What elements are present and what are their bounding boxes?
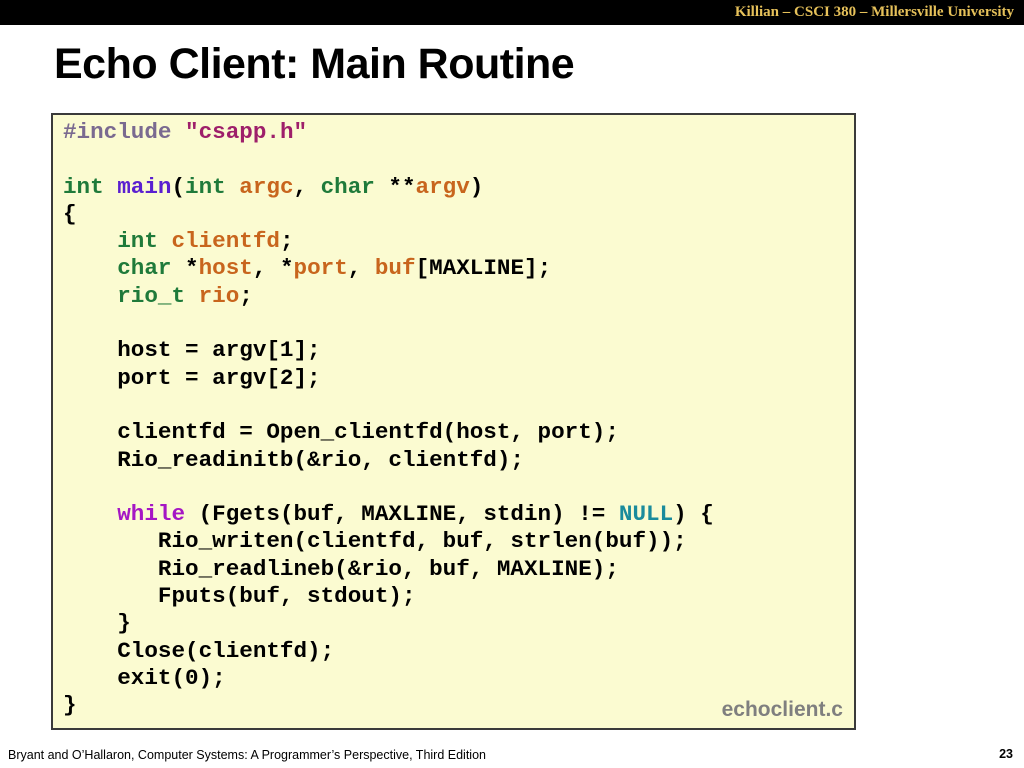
code-line: Rio_readinitb(&rio, clientfd); (63, 447, 714, 474)
code-token (63, 501, 117, 527)
code-line: char *host, *port, buf[MAXLINE]; (63, 255, 714, 282)
code-line: } (63, 610, 714, 637)
code-token: Rio_readinitb(&rio, clientfd); (63, 446, 524, 473)
code-token: ** (388, 173, 416, 200)
code-line: exit(0); (63, 665, 714, 692)
code-token: [MAXLINE]; (415, 255, 552, 282)
code-token: Rio_readlineb(&rio, buf, MAXLINE); (63, 555, 619, 582)
slide-title: Echo Client: Main Routine (54, 40, 575, 88)
code-line: #include "csapp.h" (63, 119, 714, 146)
code-token: int (117, 228, 172, 255)
code-line: while (Fgets(buf, MAXLINE, stdin) != NUL… (63, 501, 714, 528)
code-token: rio_t (117, 282, 199, 309)
code-token (63, 255, 117, 281)
code-line (63, 392, 714, 419)
header-bar: Killian – CSCI 380 – Millersville Univer… (0, 0, 1024, 25)
code-token: char (117, 255, 186, 282)
code-token: } (63, 692, 77, 719)
page-number: 23 (999, 747, 1013, 761)
code-token: ) { (673, 501, 714, 528)
code-line: Close(clientfd); (63, 638, 714, 665)
code-token: ) (469, 173, 484, 200)
code-box: #include "csapp.h"int main(int argc, cha… (51, 113, 856, 730)
code-token: clientfd = Open_clientfd(host, port); (63, 419, 619, 446)
code-line: clientfd = Open_clientfd(host, port); (63, 419, 714, 446)
code-line: rio_t rio; (63, 283, 714, 310)
code-token: "csapp.h" (185, 119, 308, 145)
code-token: Rio_writen(clientfd, buf, strlen(buf)); (63, 528, 687, 555)
code-token: #include (63, 119, 186, 145)
code-token: * (185, 255, 199, 282)
code-token: int (63, 173, 118, 200)
code-line: port = argv[2]; (63, 365, 714, 392)
code-token: buf (374, 255, 416, 282)
code-filename: echoclient.c (721, 698, 843, 721)
code-line: int main(int argc, char **argv) (63, 174, 714, 201)
footer-citation: Bryant and O’Hallaron, Computer Systems:… (8, 748, 486, 762)
course-header: Killian – CSCI 380 – Millersville Univer… (734, 4, 1014, 20)
code-token (63, 283, 117, 309)
code-line: } (63, 692, 714, 719)
code-line: Fputs(buf, stdout); (63, 583, 714, 610)
code-line (63, 310, 714, 337)
code-token: host = argv[1]; (63, 337, 321, 364)
code-line: int clientfd; (63, 228, 714, 255)
code-line: Rio_writen(clientfd, buf, strlen(buf)); (63, 528, 714, 555)
code-token: argc (239, 173, 294, 200)
code-token: host (198, 255, 253, 282)
code-line: { (63, 201, 714, 228)
code-token: exit(0); (63, 664, 226, 691)
code-token: , (293, 173, 321, 200)
code-line: Rio_readlineb(&rio, buf, MAXLINE); (63, 556, 714, 583)
code-token: port = argv[2]; (63, 364, 321, 391)
code-token: main (117, 173, 172, 200)
code-token: ; (279, 228, 294, 255)
code-token: (Fgets(buf, MAXLINE, stdin) != (185, 501, 619, 528)
code-token: { (63, 200, 77, 227)
code-token: argv (415, 173, 470, 200)
code-token: while (117, 501, 186, 528)
code-line (63, 474, 714, 501)
code-token: } (63, 610, 131, 637)
code-token: int (185, 173, 240, 200)
code-token: char (320, 173, 389, 200)
code-token: Fputs(buf, stdout); (63, 583, 416, 610)
code-token: clientfd (171, 228, 280, 255)
code-token: ; (239, 282, 253, 309)
code-line (63, 146, 714, 173)
code-token: NULL (618, 501, 674, 528)
code-token: Close(clientfd); (63, 637, 335, 664)
code-token: port (293, 255, 348, 282)
code-listing: #include "csapp.h"int main(int argc, cha… (63, 119, 714, 720)
code-token: , * (252, 255, 294, 282)
code-token: , (347, 255, 375, 282)
code-line: host = argv[1]; (63, 337, 714, 364)
code-token: ( (171, 173, 186, 200)
code-token (63, 228, 117, 254)
code-token: rio (198, 282, 240, 309)
